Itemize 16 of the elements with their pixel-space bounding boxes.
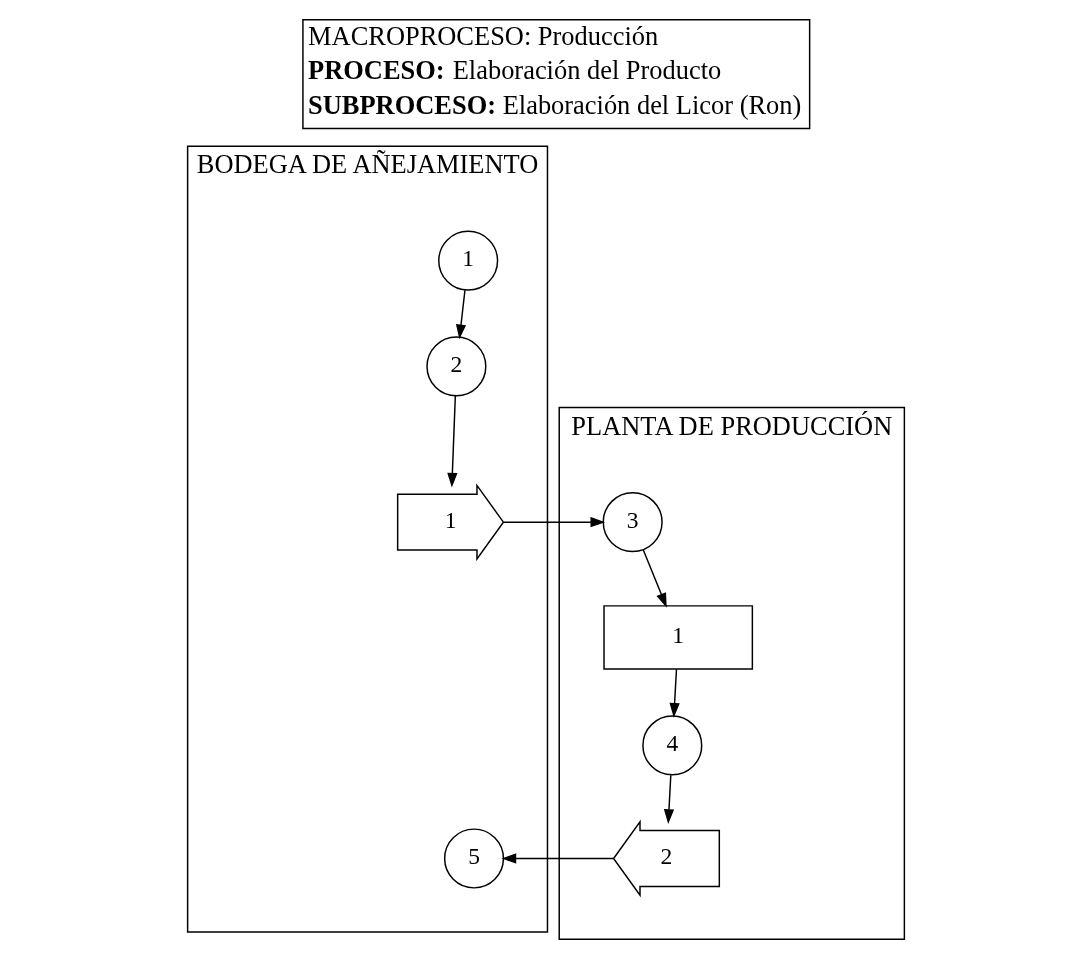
- label: MACROPROCESO: Producción: [307, 21, 658, 52]
- node-circle: 3: [602, 492, 663, 553]
- node-circle: 4: [641, 715, 702, 776]
- arrow: [668, 668, 680, 718]
- node-circle: 1: [437, 230, 498, 291]
- node-circle: 2: [425, 336, 486, 397]
- arrow: [446, 395, 457, 488]
- arrow: [642, 548, 667, 608]
- arrow: [501, 853, 614, 864]
- label: PROCESO: Elaboración del Producto: [307, 55, 721, 86]
- node-circle: 5: [443, 828, 504, 889]
- label: SUBPROCESO: Elaboración del Licor (Ron): [307, 90, 801, 121]
- arrow: [502, 517, 605, 528]
- node-box: 1: [602, 605, 753, 670]
- arrow: [663, 774, 674, 824]
- arrow: [455, 289, 466, 340]
